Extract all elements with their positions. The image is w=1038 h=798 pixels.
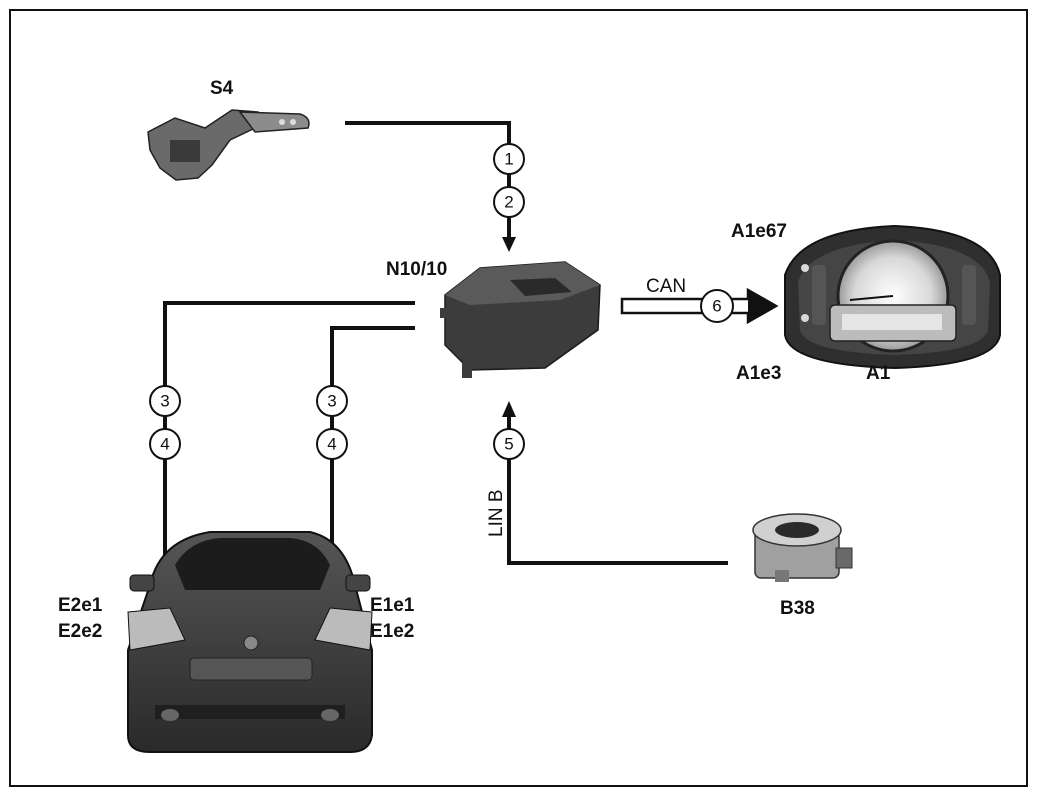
b38-label: B38: [780, 598, 815, 619]
svg-text:4: 4: [327, 435, 336, 454]
car-front-illustration: [127, 531, 373, 753]
a1-label: A1: [866, 363, 891, 384]
wire-n10-e2: [163, 301, 415, 600]
n10-control-unit-illustration: [440, 261, 601, 378]
wire-s4-n10: [345, 121, 511, 238]
a1-instrument-cluster-illustration: [784, 224, 1001, 370]
marker-2: 2: [493, 186, 525, 218]
marker-3-right: 3: [316, 385, 348, 417]
marker-4-left: 4: [149, 428, 181, 460]
marker-5: 5: [493, 428, 525, 460]
svg-text:3: 3: [327, 392, 336, 411]
outer-frame: [9, 9, 1028, 787]
a1e67-label: A1e67: [731, 221, 787, 242]
svg-text:2: 2: [504, 193, 513, 212]
a1e3-label: A1e3: [736, 363, 781, 384]
wire-b38-n10: [507, 415, 728, 565]
e1e1-label: E1e1: [370, 595, 415, 616]
arrow-s4-n10: [502, 237, 516, 252]
e2e2-label: E2e2: [58, 621, 102, 642]
marker-4-right: 4: [316, 428, 348, 460]
can-label: CAN: [646, 276, 686, 297]
svg-text:6: 6: [712, 297, 721, 316]
svg-text:1: 1: [504, 150, 513, 169]
b38-sensor-illustration: [752, 513, 853, 582]
svg-text:3: 3: [160, 392, 169, 411]
marker-6: 6: [700, 289, 734, 323]
n10-label: N10/10: [386, 259, 447, 280]
e2e1-label: E2e1: [58, 595, 103, 616]
svg-text:4: 4: [160, 435, 169, 454]
can-bus-arrow-head: [748, 290, 776, 322]
s4-stalk-switch-illustration: [147, 109, 310, 181]
lin-b-label: LIN B: [486, 489, 507, 537]
wire-n10-e1: [330, 326, 415, 600]
arrow-b38-n10: [502, 401, 516, 417]
e1e2-label: E1e2: [370, 621, 414, 642]
s4-label: S4: [210, 78, 234, 99]
marker-3-left: 3: [149, 385, 181, 417]
svg-text:5: 5: [504, 435, 513, 454]
marker-1: 1: [493, 143, 525, 175]
